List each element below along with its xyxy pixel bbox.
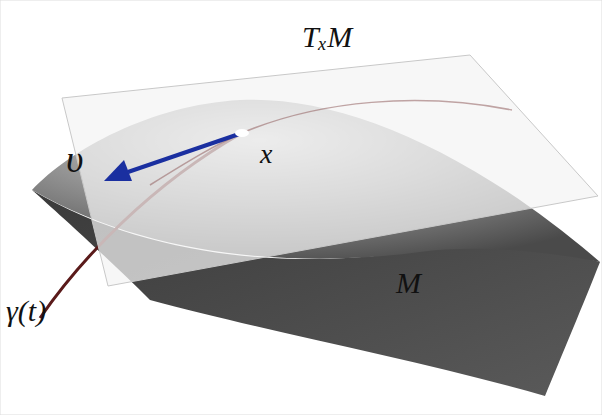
curve-gamma-upper [150,101,512,185]
point-label: x [260,140,272,168]
vector-arrowhead [104,160,132,181]
point-x [235,129,249,137]
tangent-space-label: TₓM [302,22,352,52]
manifold-label: M [396,268,421,298]
tangent-plane [62,55,598,286]
curve-label: γ(t) [6,296,46,326]
tangent-vector [128,133,242,172]
vector-label: υ [66,140,83,178]
